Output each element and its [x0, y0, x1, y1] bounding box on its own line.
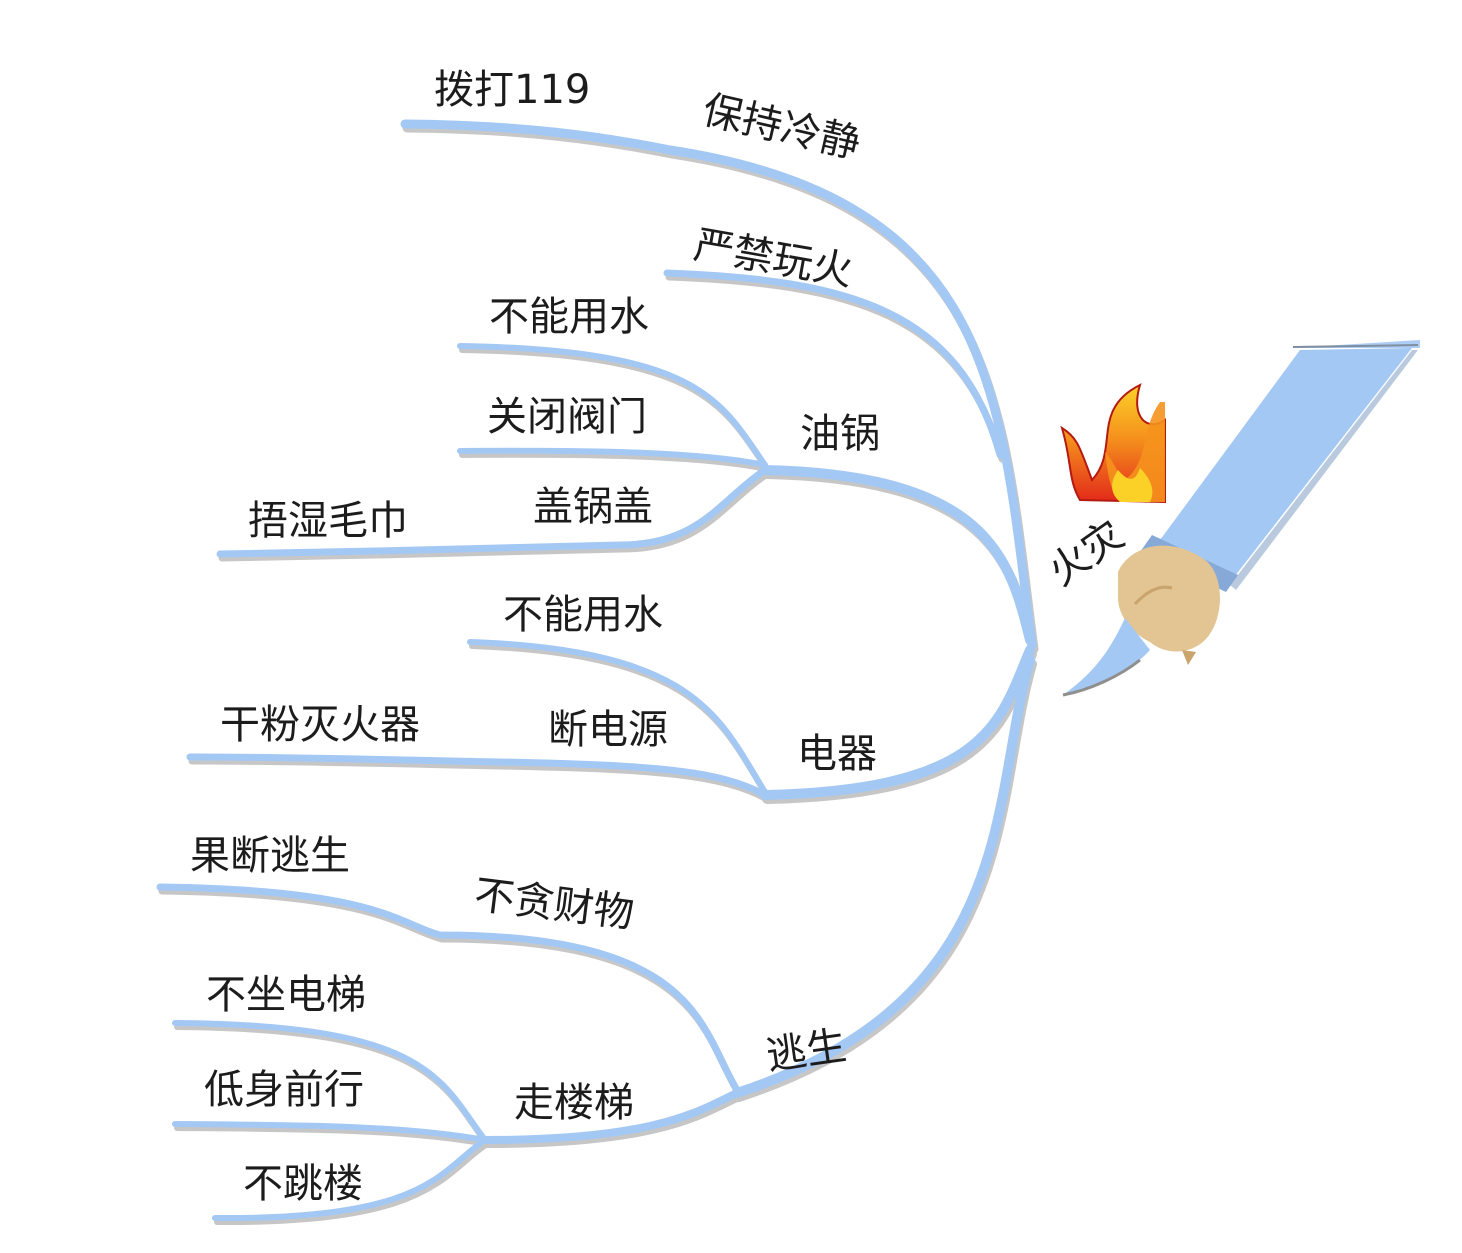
branch-lines: [156, 119, 1037, 1222]
branch-shadows: [158, 123, 1039, 1226]
branch-line-no-jump: [212, 1137, 488, 1222]
branch-line-stay-low: [172, 1121, 488, 1143]
branch-label-electric: 电器: [797, 731, 877, 777]
topic-label-no-jump: 不跳楼: [243, 1161, 363, 1207]
branch-line-close-valve: [457, 447, 768, 468]
branch-line-cover-lid: [216, 466, 769, 558]
branch-line-oil-no-water: [457, 343, 768, 468]
branch-line-stairs: [481, 1089, 741, 1144]
branch-line-escape: [732, 655, 1035, 1098]
branch-label-escape: 逃生: [763, 1022, 850, 1080]
branch-line-cut-power: [186, 753, 769, 799]
topic-label-no-elevator: 不坐电梯: [206, 972, 366, 1018]
branch-line-oil-pan: [760, 465, 1035, 645]
topic-label-flee: 果断逃生: [190, 833, 350, 879]
topic-label-close-valve: 关闭阀门: [487, 394, 647, 440]
topic-label-cut-power: 断电源: [548, 707, 668, 753]
topic-label-call-119: 拨打119: [434, 67, 591, 113]
topic-label-extinguisher: 干粉灭火器: [220, 702, 420, 748]
topic-label-wet-towel: 捂湿毛巾: [248, 498, 408, 544]
branch-line-keep-calm: [400, 119, 1037, 650]
topic-label-cover-lid: 盖锅盖: [533, 484, 653, 530]
topic-label-oil-no-water: 不能用水: [489, 294, 649, 340]
topic-label-elec-no-water: 不能用水: [503, 592, 663, 638]
topic-label-stay-low: 低身前行: [204, 1067, 364, 1113]
branch-label-oil-pan: 油锅: [800, 411, 880, 457]
branch-line-no-fire-play: [663, 269, 1004, 459]
hand-holding-pen-icon: [1062, 340, 1420, 697]
topic-label-stairs: 走楼梯: [514, 1080, 634, 1126]
branch-line-no-greed: [156, 883, 741, 1094]
branch-line-elec-no-water: [467, 639, 768, 795]
fire-icon: [1058, 380, 1168, 506]
branch-line-no-elevator: [172, 1020, 488, 1143]
branch-line-electric: [760, 645, 1035, 800]
